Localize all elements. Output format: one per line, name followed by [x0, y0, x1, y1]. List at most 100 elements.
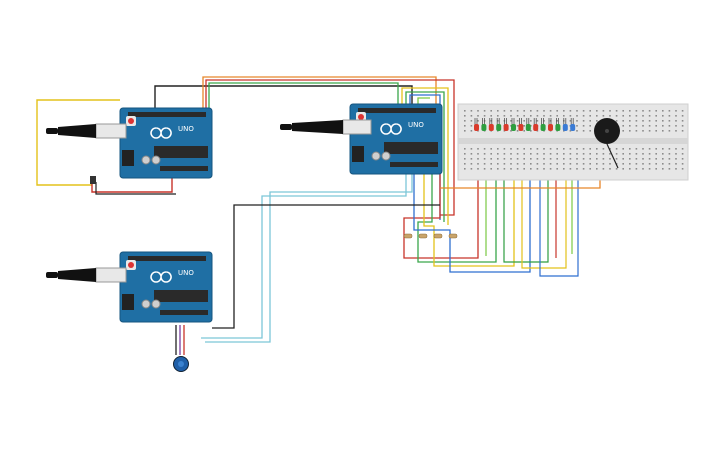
breadboard-hole	[477, 168, 479, 170]
breadboard-hole	[576, 153, 578, 155]
breadboard-hole	[648, 125, 651, 127]
breadboard-hole	[642, 153, 644, 155]
breadboard-hole	[675, 130, 677, 132]
breadboard-hole	[536, 110, 539, 112]
breadboard-hole	[510, 163, 512, 165]
breadboard-hole	[582, 130, 585, 132]
breadboard-hole	[497, 163, 499, 165]
breadboard-hole	[563, 163, 565, 165]
breadboard-hole	[629, 163, 631, 165]
breadboard-hole	[615, 115, 618, 117]
breadboard-hole	[503, 110, 506, 112]
breadboard-hole	[622, 110, 624, 112]
wire-cyan-b	[201, 172, 407, 339]
breadboard-hole	[503, 158, 506, 160]
photoresistor	[90, 176, 96, 184]
breadboard-hole	[536, 163, 539, 165]
wire-green-top	[208, 82, 399, 110]
breadboard-hole	[497, 153, 499, 155]
breadboard-hole	[582, 158, 585, 160]
breadboard-hole	[675, 158, 677, 160]
breadboard-hole	[622, 148, 624, 150]
wire-yellow-res	[423, 130, 515, 267]
breadboard-hole	[675, 120, 677, 122]
breadboard-hole	[668, 120, 671, 122]
breadboard-hole	[596, 163, 598, 165]
breadboard-hole	[629, 120, 631, 122]
breadboard-hole	[510, 120, 512, 122]
breadboard-hole	[576, 130, 578, 132]
breadboard-hole	[615, 158, 618, 160]
breadboard-hole	[563, 115, 565, 117]
breadboard-hole	[483, 110, 486, 112]
breadboard	[457, 103, 689, 181]
breadboard-hole	[563, 148, 565, 150]
wire-cyan-a	[205, 172, 413, 343]
breadboard-hole	[662, 125, 664, 127]
breadboard-hole	[648, 163, 651, 165]
breadboard-hole	[464, 158, 466, 160]
breadboard-hole	[629, 148, 631, 150]
breadboard-hole	[516, 148, 519, 150]
breadboard-hole	[655, 158, 657, 160]
breadboard-hole	[596, 158, 598, 160]
breadboard-hole	[635, 168, 638, 170]
wire-black-loop	[95, 182, 176, 195]
breadboard-hole	[470, 130, 473, 132]
breadboard-hole	[536, 115, 539, 117]
breadboard-hole	[609, 110, 611, 112]
led-row	[474, 118, 576, 131]
breadboard-hole	[642, 120, 644, 122]
breadboard-hole	[681, 153, 684, 155]
resistor	[403, 233, 413, 239]
breadboard-hole	[642, 148, 644, 150]
breadboard-hole	[464, 115, 466, 117]
wire-black-mid	[212, 204, 440, 329]
breadboard-hole	[464, 153, 466, 155]
breadboard-hole	[464, 148, 466, 150]
wire-red-top	[205, 79, 455, 216]
breadboard-hole	[582, 153, 585, 155]
breadboard-hole	[556, 153, 558, 155]
breadboard-hole	[563, 168, 565, 170]
board-logo: UNO	[178, 269, 194, 277]
breadboard-hole	[681, 168, 684, 170]
breadboard-hole	[648, 120, 651, 122]
breadboard-hole	[497, 158, 499, 160]
wire-y-2	[521, 130, 567, 269]
breadboard-hole	[464, 163, 466, 165]
breadboard-hole	[596, 115, 598, 117]
wire-red-loop	[91, 170, 173, 193]
breadboard-hole	[602, 148, 605, 150]
breadboard-hole	[668, 115, 671, 117]
breadboard-hole	[536, 168, 539, 170]
breadboard-hole	[609, 115, 611, 117]
breadboard-hole	[503, 163, 506, 165]
breadboard-hole	[497, 148, 499, 150]
breadboard-hole	[536, 153, 539, 155]
breadboard-hole	[510, 115, 512, 117]
breadboard-hole	[635, 163, 638, 165]
breadboard-hole	[470, 125, 473, 127]
breadboard-hole	[662, 110, 664, 112]
breadboard-hole	[556, 158, 558, 160]
breadboard-hole	[655, 148, 657, 150]
breadboard-hole	[622, 130, 624, 132]
breadboard-hole	[569, 130, 572, 132]
breadboard-hole	[576, 148, 578, 150]
breadboard-hole	[483, 153, 486, 155]
resistor	[418, 233, 428, 239]
breadboard-hole	[576, 163, 578, 165]
breadboard-hole	[523, 148, 525, 150]
breadboard-hole	[503, 130, 506, 132]
arduino-board-bottom-left: UNO	[119, 251, 213, 323]
breadboard-hole	[655, 163, 657, 165]
breadboard-hole	[510, 110, 512, 112]
breadboard-hole	[523, 163, 525, 165]
breadboard-hole	[662, 153, 664, 155]
breadboard-hole	[589, 130, 591, 132]
breadboard-hole	[655, 168, 657, 170]
breadboard-hole	[596, 120, 598, 122]
wire-blue-res	[413, 130, 531, 273]
breadboard-hole	[477, 148, 479, 150]
